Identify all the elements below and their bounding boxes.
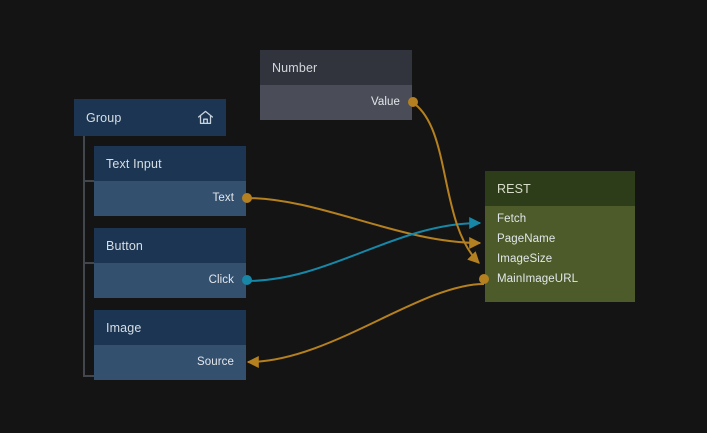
port-number-value[interactable]: Value bbox=[260, 92, 418, 112]
port-image-source[interactable]: Source bbox=[94, 352, 246, 372]
port-rest-fetch[interactable]: Fetch bbox=[485, 209, 635, 229]
node-image-body: Source bbox=[94, 345, 246, 380]
node-rest[interactable]: REST Fetch PageName ImageSize MainImageU… bbox=[479, 171, 635, 302]
port-label-text: Text bbox=[212, 192, 234, 204]
port-dot-click[interactable] bbox=[242, 275, 252, 285]
group-tree-tick-button bbox=[83, 262, 94, 264]
node-rest-title: REST bbox=[497, 181, 531, 196]
group-tree-vertical-line bbox=[83, 136, 85, 377]
node-text-input-title: Text Input bbox=[106, 156, 162, 171]
node-group-title: Group bbox=[86, 110, 122, 125]
port-label-fetch: Fetch bbox=[497, 213, 527, 225]
node-number-body: Value bbox=[260, 85, 418, 120]
node-number-title: Number bbox=[272, 60, 318, 75]
node-text-input[interactable]: Text Input Text bbox=[94, 146, 252, 216]
home-icon[interactable] bbox=[197, 110, 214, 125]
wire-text-to-pagename bbox=[245, 197, 482, 249]
node-group-header[interactable]: Group bbox=[74, 99, 226, 136]
port-dot-mainimageurl[interactable] bbox=[479, 274, 489, 284]
group-tree-tick-image bbox=[83, 375, 94, 377]
port-label-mainimageurl: MainImageURL bbox=[497, 273, 579, 285]
port-rest-pagename[interactable]: PageName bbox=[485, 229, 635, 249]
node-button-header[interactable]: Button bbox=[94, 228, 246, 263]
node-button-body: Click bbox=[94, 263, 252, 298]
node-button-title: Button bbox=[106, 238, 144, 253]
port-rest-imagesize[interactable]: ImageSize bbox=[485, 249, 635, 269]
port-dot-text[interactable] bbox=[242, 193, 252, 203]
node-group[interactable]: Group bbox=[74, 99, 226, 136]
wire-click-to-fetch bbox=[245, 217, 482, 282]
port-dot-value[interactable] bbox=[408, 97, 418, 107]
node-number[interactable]: Number Value bbox=[260, 50, 418, 120]
node-text-input-body: Text bbox=[94, 181, 252, 216]
group-tree-tick-text-input bbox=[83, 180, 94, 182]
port-rest-mainimageurl[interactable]: MainImageURL bbox=[479, 269, 635, 289]
port-label-click: Click bbox=[208, 274, 234, 286]
node-button[interactable]: Button Click bbox=[94, 228, 252, 298]
port-button-click[interactable]: Click bbox=[94, 270, 252, 290]
port-text-input-text[interactable]: Text bbox=[94, 188, 252, 208]
node-image-header[interactable]: Image bbox=[94, 310, 246, 345]
node-image-title: Image bbox=[106, 320, 142, 335]
port-label-pagename: PageName bbox=[497, 233, 556, 245]
port-label-imagesize: ImageSize bbox=[497, 253, 553, 265]
port-label-source: Source bbox=[196, 356, 234, 368]
node-image[interactable]: Image Source bbox=[94, 310, 246, 380]
wire-mainimageurl-to-source bbox=[246, 283, 485, 368]
node-text-input-header[interactable]: Text Input bbox=[94, 146, 246, 181]
node-rest-header[interactable]: REST bbox=[485, 171, 635, 206]
node-rest-body: Fetch PageName ImageSize MainImageURL bbox=[479, 206, 635, 302]
port-label-value: Value bbox=[370, 96, 400, 108]
node-number-header[interactable]: Number bbox=[260, 50, 412, 85]
wire-value-to-imagesize bbox=[411, 101, 480, 264]
